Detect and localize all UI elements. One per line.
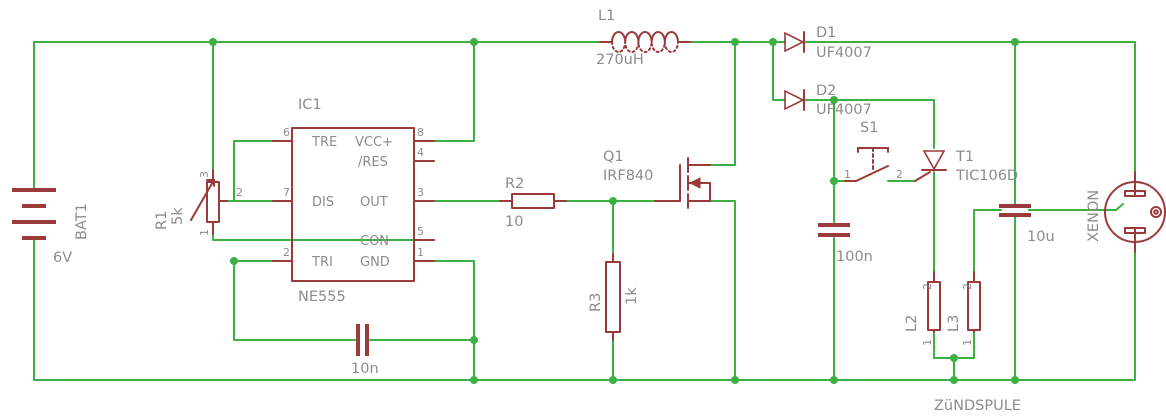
- r2-name: R2: [505, 176, 524, 192]
- resistor-r3: [605, 253, 621, 341]
- diode-d1: [784, 31, 805, 53]
- ic1-pin-res-label: /RES: [358, 155, 388, 170]
- ic1-pin-tri-label: TRI: [311, 255, 333, 270]
- ic1-pin-tre-label: TRE: [311, 135, 337, 150]
- r3-name: R3: [588, 293, 604, 312]
- ic1-pin-3: 3: [417, 186, 424, 199]
- ic1-pin-vcc-label: VCC+: [355, 135, 393, 150]
- c-10n-value: 10n: [351, 361, 379, 377]
- ignition-coil-label: ZüNDSPULE: [934, 398, 1021, 414]
- ic1-pin-6: 6: [283, 126, 290, 139]
- r1-value: 5k: [170, 207, 186, 225]
- inductor-l1: [599, 31, 691, 53]
- r1-pin-1: 1: [198, 229, 211, 236]
- bat1-value: 6V: [53, 250, 72, 266]
- bat1-name: BAT1: [74, 203, 90, 240]
- q1-value: IRF840: [603, 168, 653, 184]
- l3-pin-2: 2: [961, 283, 974, 290]
- capacitor-100n: [818, 223, 850, 237]
- junction-dots: [209, 38, 1019, 384]
- s1-pin-2: 2: [896, 168, 903, 181]
- l2-pin-1: 1: [921, 339, 934, 346]
- q1-name: Q1: [603, 149, 624, 165]
- r3-value: 1k: [624, 287, 640, 305]
- xenon-name: XENON: [1086, 190, 1102, 242]
- r1-pin-2: 2: [236, 186, 243, 199]
- ic1-pin-out-label: OUT: [360, 195, 388, 210]
- d1-value: UF4007: [816, 45, 872, 61]
- thyristor-t1: [914, 150, 947, 182]
- ic1-pin-4: 4: [417, 146, 424, 159]
- d2-name: D2: [816, 83, 836, 99]
- ic1-ne555: [272, 127, 435, 282]
- l3-name: L3: [946, 315, 962, 332]
- diode-d2: [784, 89, 805, 111]
- battery-symbol: [12, 188, 56, 240]
- ic1-pin-7: 7: [283, 186, 290, 199]
- t1-value: TIC106D: [955, 168, 1018, 184]
- c-10u-value: 10u: [1027, 229, 1055, 245]
- mosfet-q1: [654, 157, 711, 209]
- ic1-pin-dis-label: DIS: [312, 195, 334, 210]
- l2-name: L2: [904, 315, 920, 332]
- l2-pin-2: 2: [921, 283, 934, 290]
- ic1-pin-5: 5: [417, 225, 424, 238]
- l1-value: 270uH: [596, 52, 644, 68]
- potentiometer-r1: [190, 169, 228, 235]
- xenon-flash-tube: [1104, 171, 1166, 253]
- s1-name: S1: [860, 120, 878, 136]
- d1-name: D1: [816, 25, 836, 41]
- switch-s1: [844, 147, 889, 182]
- l1-name: L1: [598, 8, 615, 24]
- inductor-l2: [927, 271, 941, 333]
- d2-value: UF4007: [816, 102, 872, 118]
- inductor-l3: [967, 271, 981, 333]
- capacitor-10u: [999, 204, 1031, 217]
- ic1-pin-8: 8: [417, 126, 424, 139]
- resistor-r2: [499, 193, 567, 209]
- ic1-pin-con-label: CON: [360, 234, 389, 249]
- capacitor-10n: [356, 324, 369, 356]
- s1-pin-1: 1: [844, 168, 851, 181]
- ic1-pin-gnd-label: GND: [360, 255, 390, 270]
- ic1-pin-1: 1: [417, 246, 424, 259]
- ic1-value: NE555: [298, 289, 346, 305]
- ic1-pin-2: 2: [283, 246, 290, 259]
- r1-name: R1: [154, 211, 170, 230]
- r1-pin-3: 3: [198, 171, 211, 178]
- c-100n-value: 100n: [836, 249, 873, 265]
- r2-value: 10: [505, 214, 523, 230]
- ic1-name: IC1: [298, 97, 322, 113]
- l3-pin-1: 1: [961, 339, 974, 346]
- t1-name: T1: [955, 149, 974, 165]
